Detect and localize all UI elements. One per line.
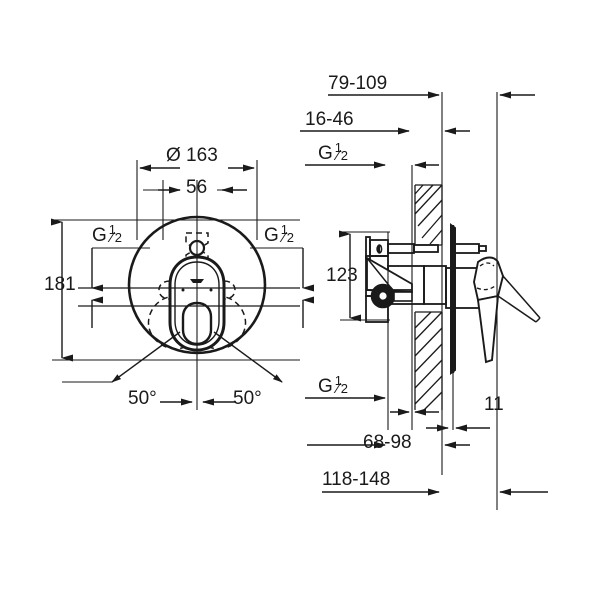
label-height-181: 181 xyxy=(44,274,76,295)
label-depth-inner: 16-46 xyxy=(305,109,354,130)
front-view-group xyxy=(51,160,314,410)
leader-50-right xyxy=(213,331,283,383)
handle-dot-right xyxy=(209,288,213,292)
label-offset-56: 56 xyxy=(186,177,208,198)
fraction-half-1: 1⁄2 xyxy=(108,222,123,246)
lever-handle-side xyxy=(473,256,541,364)
label-depth-outer: 118-148 xyxy=(322,469,391,490)
label-diameter: Ø 163 xyxy=(166,145,218,166)
label-depth-mid: 68-98 xyxy=(363,432,412,453)
label-height-123: 123 xyxy=(326,265,358,286)
fraction-half-3: 1⁄2 xyxy=(334,140,349,164)
label-plate-thickness: 11 xyxy=(484,394,504,415)
fraction-half-2: 1⁄2 xyxy=(280,222,295,246)
mixer-body-section xyxy=(365,223,487,375)
label-angle-left: 50° xyxy=(128,388,157,409)
leader-50-left xyxy=(111,331,181,383)
handle-dot-left xyxy=(181,288,185,292)
label-angle-right: 50° xyxy=(233,388,262,409)
side-view-group xyxy=(300,91,548,510)
label-depth-total: 79-109 xyxy=(328,73,388,94)
wall-section xyxy=(414,184,443,413)
fraction-half-4: 1⁄2 xyxy=(334,373,349,397)
